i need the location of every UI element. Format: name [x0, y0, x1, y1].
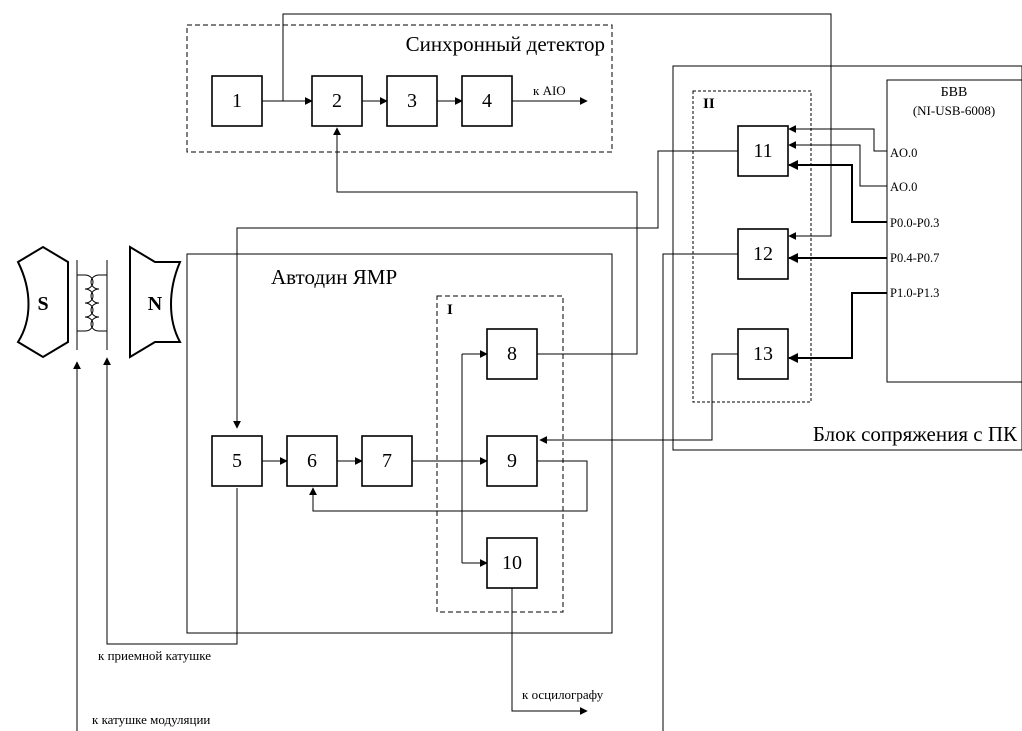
autodyne-label: Автодин ЯМР — [271, 265, 397, 289]
magnet-south-pole — [16, 245, 69, 359]
svg-text:5: 5 — [232, 450, 242, 472]
block-11: 11 — [737, 125, 789, 177]
block-9: 9 — [486, 435, 538, 487]
bvv-port-ao0-a: AO.0 — [890, 146, 917, 160]
block-10: 10 — [486, 537, 538, 589]
svg-text:2: 2 — [332, 90, 342, 112]
svg-text:8: 8 — [507, 343, 517, 365]
block-12: 12 — [737, 228, 789, 280]
block-1: 1 — [211, 75, 263, 127]
block-4: 4 — [461, 75, 513, 127]
magnet: S N — [16, 245, 182, 359]
svg-text:9: 9 — [507, 450, 517, 472]
svg-text:10: 10 — [502, 552, 522, 574]
svg-text:6: 6 — [307, 450, 317, 472]
bvv-port-p0-4: P0.4-P0.7 — [890, 251, 939, 265]
bvv-port-p0-0: P0.0-P0.3 — [890, 216, 939, 230]
block-6: 6 — [286, 435, 338, 487]
svg-text:4: 4 — [482, 90, 492, 112]
block-5: 5 — [211, 435, 263, 487]
to-receive-coil-label: к приемной катушке — [98, 648, 211, 663]
svg-text:3: 3 — [407, 90, 417, 112]
group-I-frame — [436, 295, 564, 613]
to-oscilloscope-label: к осцилографу — [522, 687, 604, 702]
sync-detector-label: Синхронный детектор — [406, 32, 605, 56]
bvv-port-p1-0: P1.0-P1.3 — [890, 286, 939, 300]
magnet-north-label: N — [148, 293, 163, 315]
to-aio-label: к AIO — [533, 83, 566, 98]
interface-frame — [672, 65, 1022, 451]
bvv-model: (NI-USB-6008) — [913, 103, 995, 118]
coils — [76, 260, 108, 350]
group-I-label: I — [447, 302, 453, 318]
group-II-label: II — [703, 96, 715, 112]
svg-text:13: 13 — [753, 343, 773, 365]
magnet-north-pole — [129, 245, 182, 359]
bvv-device — [886, 79, 1022, 383]
block-13: 13 — [737, 328, 789, 380]
svg-text:12: 12 — [753, 243, 773, 265]
block-2: 2 — [311, 75, 363, 127]
block-3: 3 — [386, 75, 438, 127]
magnet-south-label: S — [37, 293, 48, 315]
sync-detector-frame — [186, 24, 613, 153]
interface-label: Блок сопряжения с ПК — [813, 422, 1018, 446]
block-8: 8 — [486, 328, 538, 380]
svg-text:7: 7 — [382, 450, 392, 472]
group-II-frame — [692, 90, 812, 403]
svg-text:1: 1 — [232, 90, 242, 112]
svg-text:11: 11 — [753, 140, 772, 162]
bvv-port-ao0-b: AO.0 — [890, 180, 917, 194]
autodyne-frame — [186, 253, 613, 634]
to-modulation-coil-label: к катушке модуляции — [92, 712, 210, 727]
bvv-title: БВВ — [941, 85, 968, 100]
block-7: 7 — [361, 435, 413, 487]
